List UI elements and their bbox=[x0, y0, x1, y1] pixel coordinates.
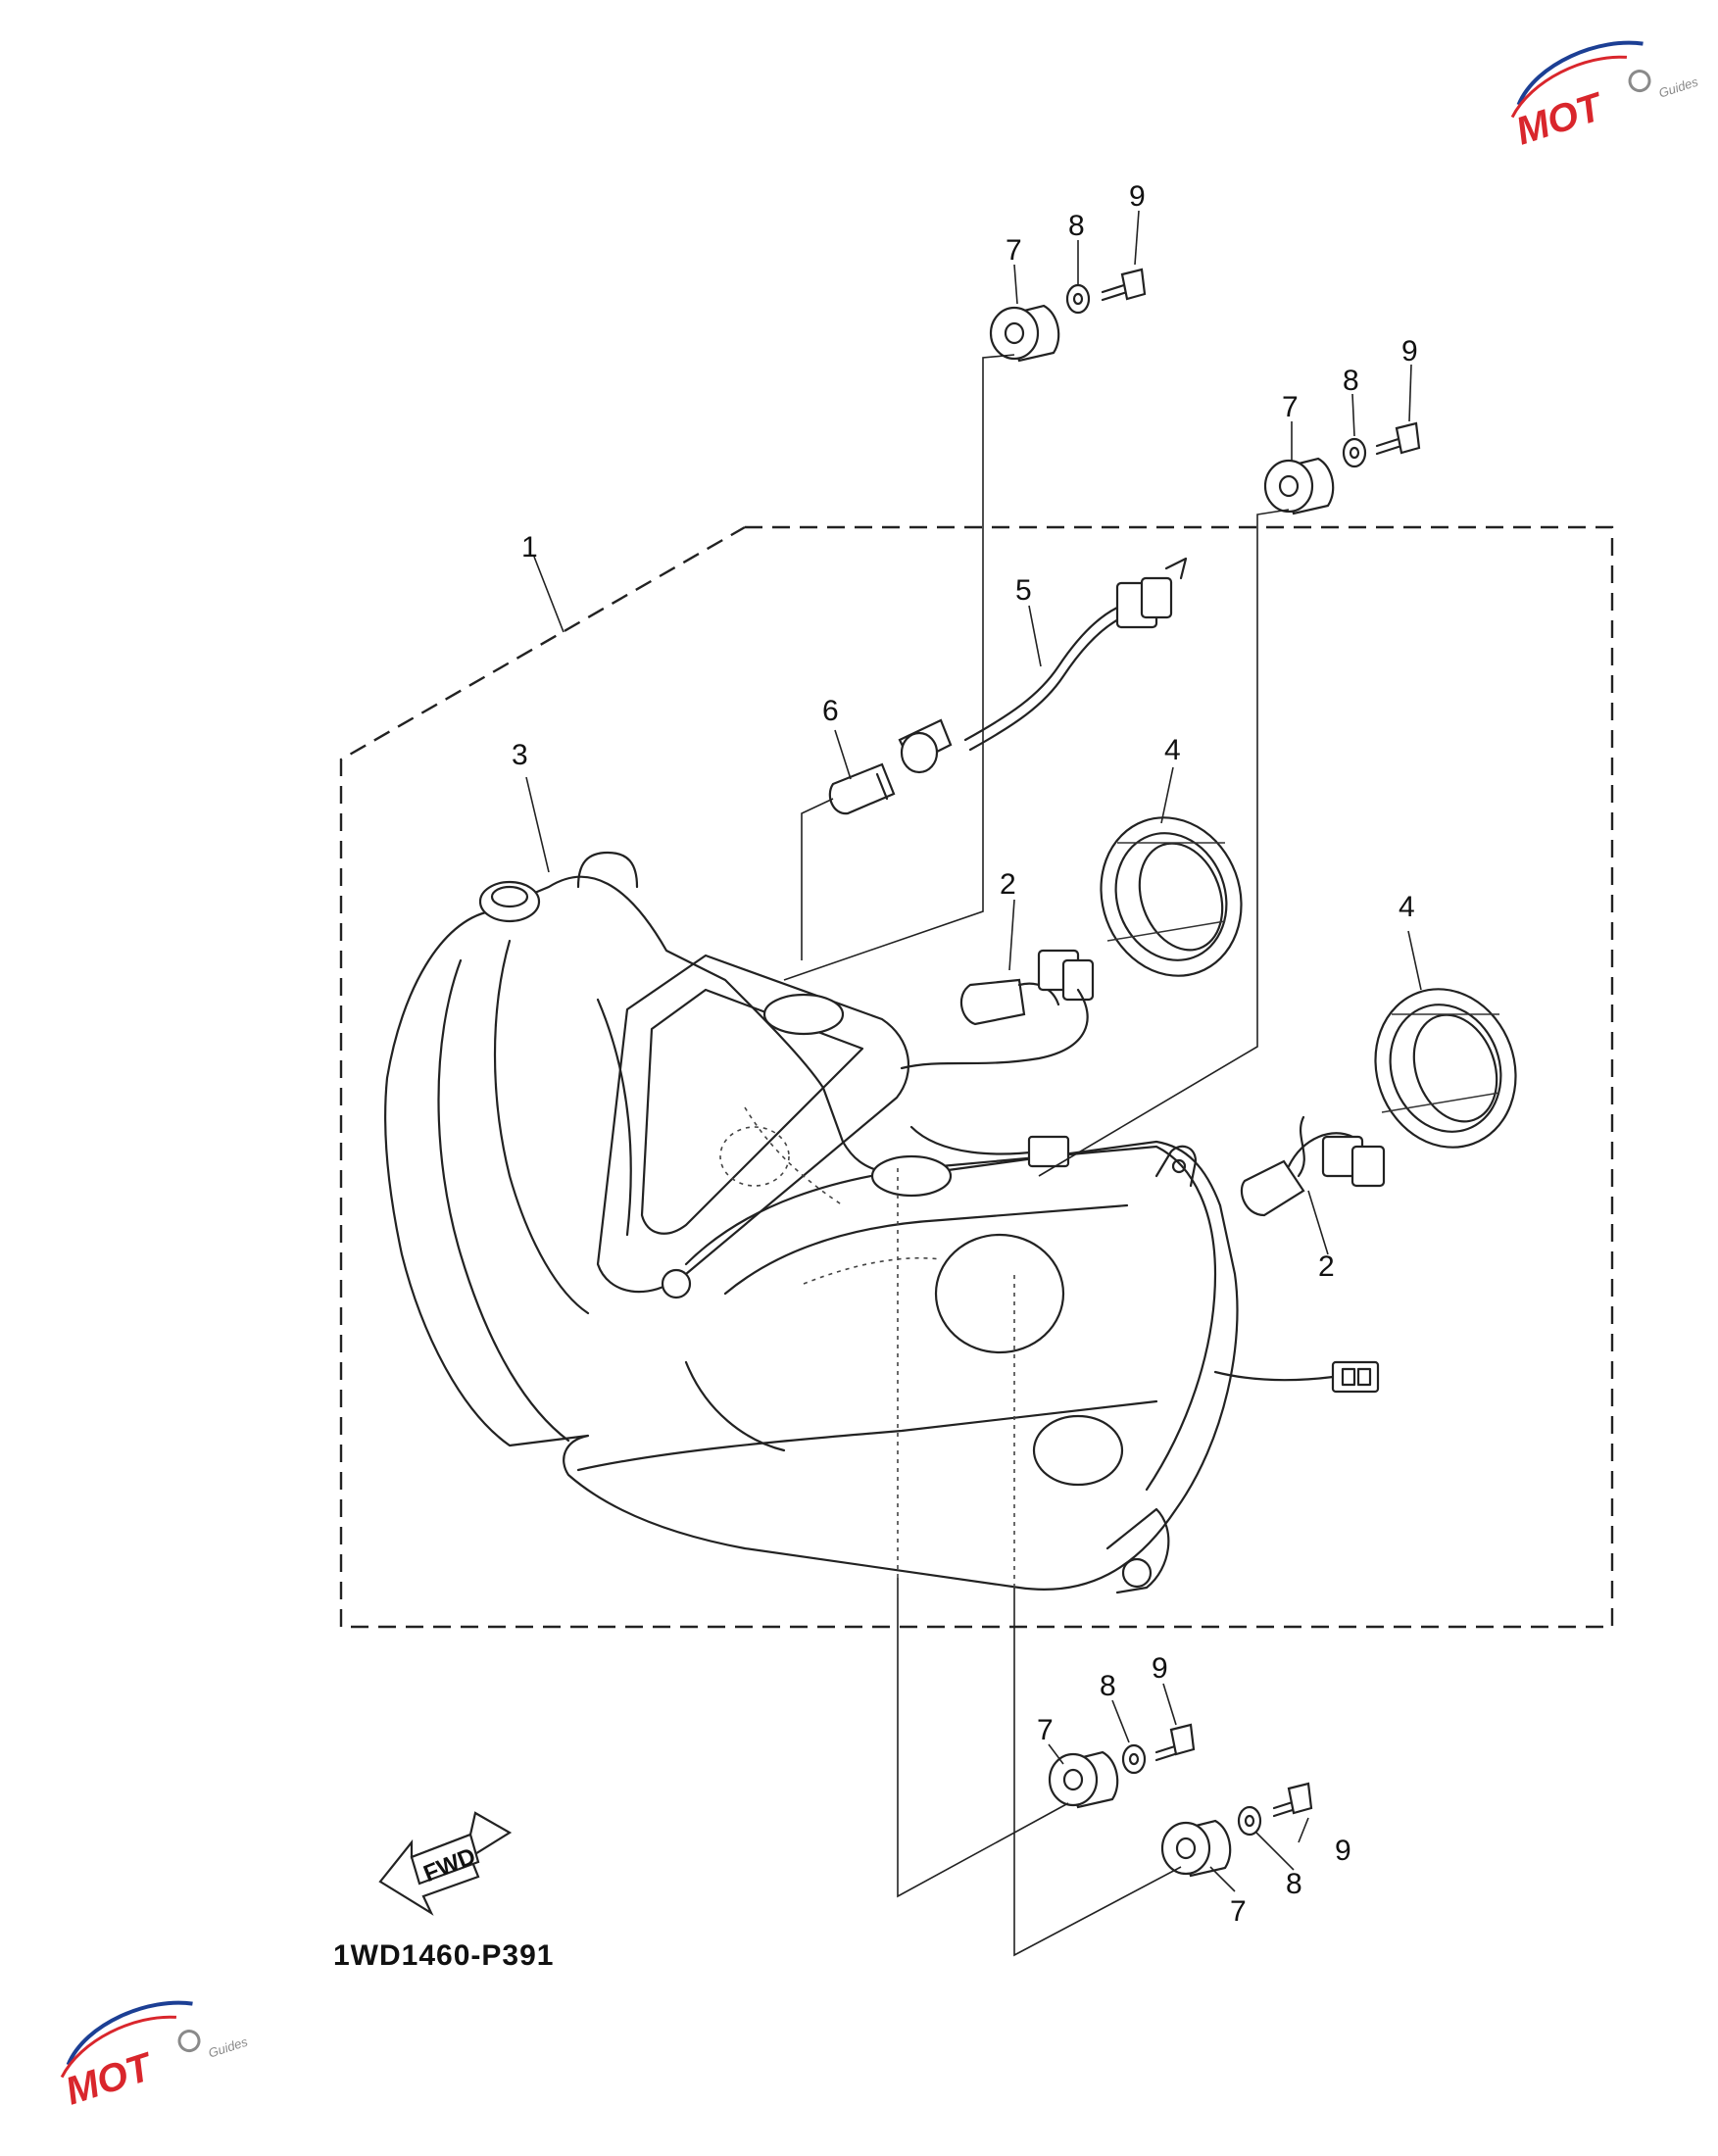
watermark-sub: Guides bbox=[207, 2034, 250, 2060]
watermark-swoosh-icon bbox=[66, 2000, 193, 2066]
watermark-swoosh-icon bbox=[1516, 40, 1644, 106]
watermark-top-right: MOT Guides bbox=[1511, 40, 1700, 154]
headlight-housing bbox=[384, 851, 1380, 1594]
socket-cord bbox=[898, 557, 1188, 774]
headlight-bulb-upper bbox=[900, 949, 1095, 1070]
fwd-arrow: FWD bbox=[378, 1811, 513, 1916]
callout-9-top-a: 9 bbox=[1129, 180, 1146, 213]
callout-9-top-b: 9 bbox=[1401, 335, 1418, 368]
callout-4-upper: 4 bbox=[1164, 734, 1181, 766]
routing-lines bbox=[783, 354, 1290, 1957]
callout-1: 1 bbox=[521, 531, 538, 564]
callout-4-lower: 4 bbox=[1399, 891, 1415, 923]
assembly-boundary bbox=[339, 525, 1614, 1629]
callout-7-top-a: 7 bbox=[1006, 234, 1022, 267]
callout-9-bottom-d: 9 bbox=[1335, 1835, 1351, 1867]
callout-8-bottom-c: 8 bbox=[1100, 1670, 1116, 1702]
callout-8-top-b: 8 bbox=[1343, 365, 1359, 397]
mount-group-top-a bbox=[989, 268, 1147, 363]
callout-7-bottom-c: 7 bbox=[1037, 1714, 1054, 1746]
callout-9-bottom-c: 9 bbox=[1152, 1652, 1168, 1685]
bulb-cover-upper bbox=[1100, 816, 1243, 977]
callout-6: 6 bbox=[822, 695, 839, 727]
mount-group-bottom-d bbox=[1160, 1782, 1313, 1878]
headlight-bulb-lower bbox=[1240, 1115, 1386, 1217]
gear-icon bbox=[1628, 70, 1651, 93]
callout-8-top-a: 8 bbox=[1068, 210, 1085, 242]
callout-7-top-b: 7 bbox=[1282, 391, 1299, 423]
callout-labels: 1 2 2 3 4 4 5 6 7 8 9 7 8 9 7 8 9 7 8 9 bbox=[512, 180, 1418, 1928]
bulb-cover-lower bbox=[1374, 988, 1517, 1149]
watermark-bottom-left: MOT Guides bbox=[61, 2000, 250, 2114]
callout-8-bottom-d: 8 bbox=[1286, 1868, 1302, 1900]
callout-3: 3 bbox=[512, 739, 528, 771]
fwd-arrow-icon bbox=[410, 1833, 480, 1886]
callout-7-bottom-d: 7 bbox=[1230, 1895, 1247, 1928]
leader-lines bbox=[525, 210, 1422, 1892]
callout-5: 5 bbox=[1015, 574, 1032, 607]
callout-2-upper: 2 bbox=[1000, 868, 1016, 901]
position-bulb bbox=[828, 762, 896, 815]
gear-icon bbox=[177, 2030, 201, 2053]
mount-group-top-b bbox=[1263, 421, 1421, 515]
mount-group-bottom-c bbox=[1048, 1723, 1196, 1809]
watermark-sub: Guides bbox=[1657, 74, 1700, 100]
diagram-code: 1WD1460-P391 bbox=[333, 1939, 554, 1972]
callout-2-lower: 2 bbox=[1318, 1250, 1335, 1283]
